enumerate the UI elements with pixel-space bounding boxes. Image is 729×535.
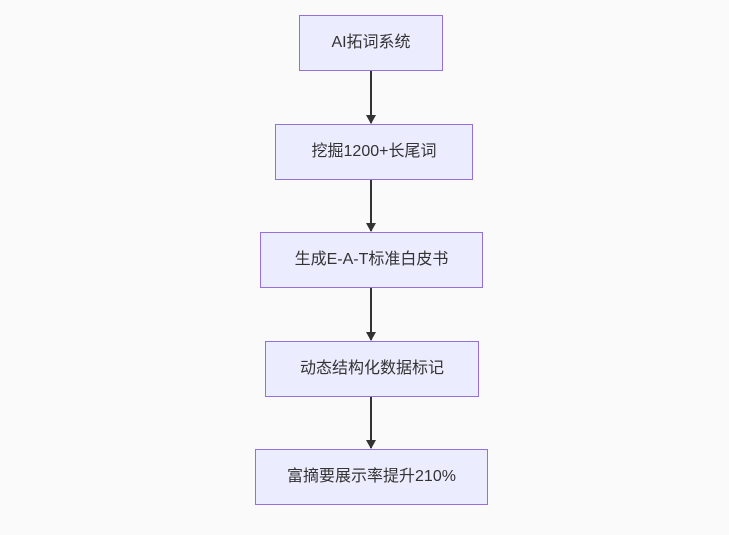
arrowhead-down-icon bbox=[366, 440, 376, 449]
arrowhead-down-icon bbox=[366, 115, 376, 124]
flow-node-label: 富摘要展示率提升210% bbox=[287, 468, 456, 486]
arrowhead-down-icon bbox=[366, 223, 376, 232]
flow-node-ai-keyword-system: AI拓词系统 bbox=[299, 15, 443, 71]
arrowhead-down-icon bbox=[366, 332, 376, 341]
flow-node-eat-whitepaper: 生成E-A-T标准白皮书 bbox=[260, 232, 483, 288]
flow-edge-4 bbox=[366, 397, 376, 449]
flow-node-label: AI拓词系统 bbox=[331, 34, 411, 52]
flow-node-label: 生成E-A-T标准白皮书 bbox=[294, 251, 449, 269]
flow-edge-1 bbox=[366, 71, 376, 124]
flow-edge-3 bbox=[366, 288, 376, 341]
flow-node-longtail-mining: 挖掘1200+长尾词 bbox=[275, 124, 473, 180]
flow-node-label: 挖掘1200+长尾词 bbox=[311, 143, 437, 161]
flow-edge-2 bbox=[366, 180, 376, 232]
flow-node-rich-snippet-result: 富摘要展示率提升210% bbox=[255, 449, 488, 505]
flow-node-label: 动态结构化数据标记 bbox=[299, 360, 444, 378]
flow-node-structured-data-markup: 动态结构化数据标记 bbox=[265, 341, 479, 397]
